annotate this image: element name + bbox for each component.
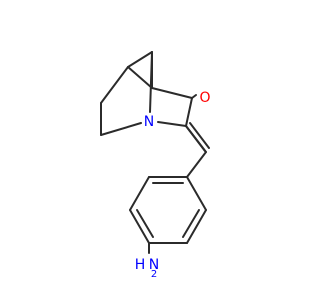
ring-nitrogen-atom-label: N xyxy=(144,114,154,130)
bond-bridgehead-to-left-ethylene xyxy=(100,66,129,104)
molecule-canvas: O N H N 2 xyxy=(100,51,211,280)
molecule-structure: O N H N 2 xyxy=(100,51,211,280)
bond-exocyclic-double-b xyxy=(189,122,210,149)
amine-hydrogen-label: H xyxy=(135,257,146,273)
bond-vinyl-to-ring xyxy=(186,151,207,178)
bond-exocyclic-double-a xyxy=(185,125,206,152)
bond-bridgehead-to-top-left xyxy=(127,66,153,89)
bond-bridgehead-to-carbonyl-carbon xyxy=(151,87,193,99)
amine-subscript-label: 2 xyxy=(151,269,157,280)
bond-carbonyl-single xyxy=(185,97,193,127)
bond-top-right-to-n xyxy=(149,51,153,113)
bond-ring-3-4-inner xyxy=(136,209,154,238)
bond-top-left-to-top-right xyxy=(127,51,153,68)
bond-ring-5-6-inner xyxy=(182,209,200,238)
oxygen-atom-label: O xyxy=(199,90,210,106)
bond-ring-6-1 xyxy=(186,176,207,211)
amine-nitrogen-label: N xyxy=(149,257,159,273)
bond-ring-5-6 xyxy=(186,209,207,244)
bond-n-to-alpha-carbon xyxy=(157,121,187,127)
bond-carbonyl-double-a xyxy=(191,94,197,99)
bond-ring-3-4 xyxy=(129,209,150,244)
bond-left-ethylene-to-n xyxy=(100,122,142,136)
bond-ring-2-3 xyxy=(129,176,150,211)
